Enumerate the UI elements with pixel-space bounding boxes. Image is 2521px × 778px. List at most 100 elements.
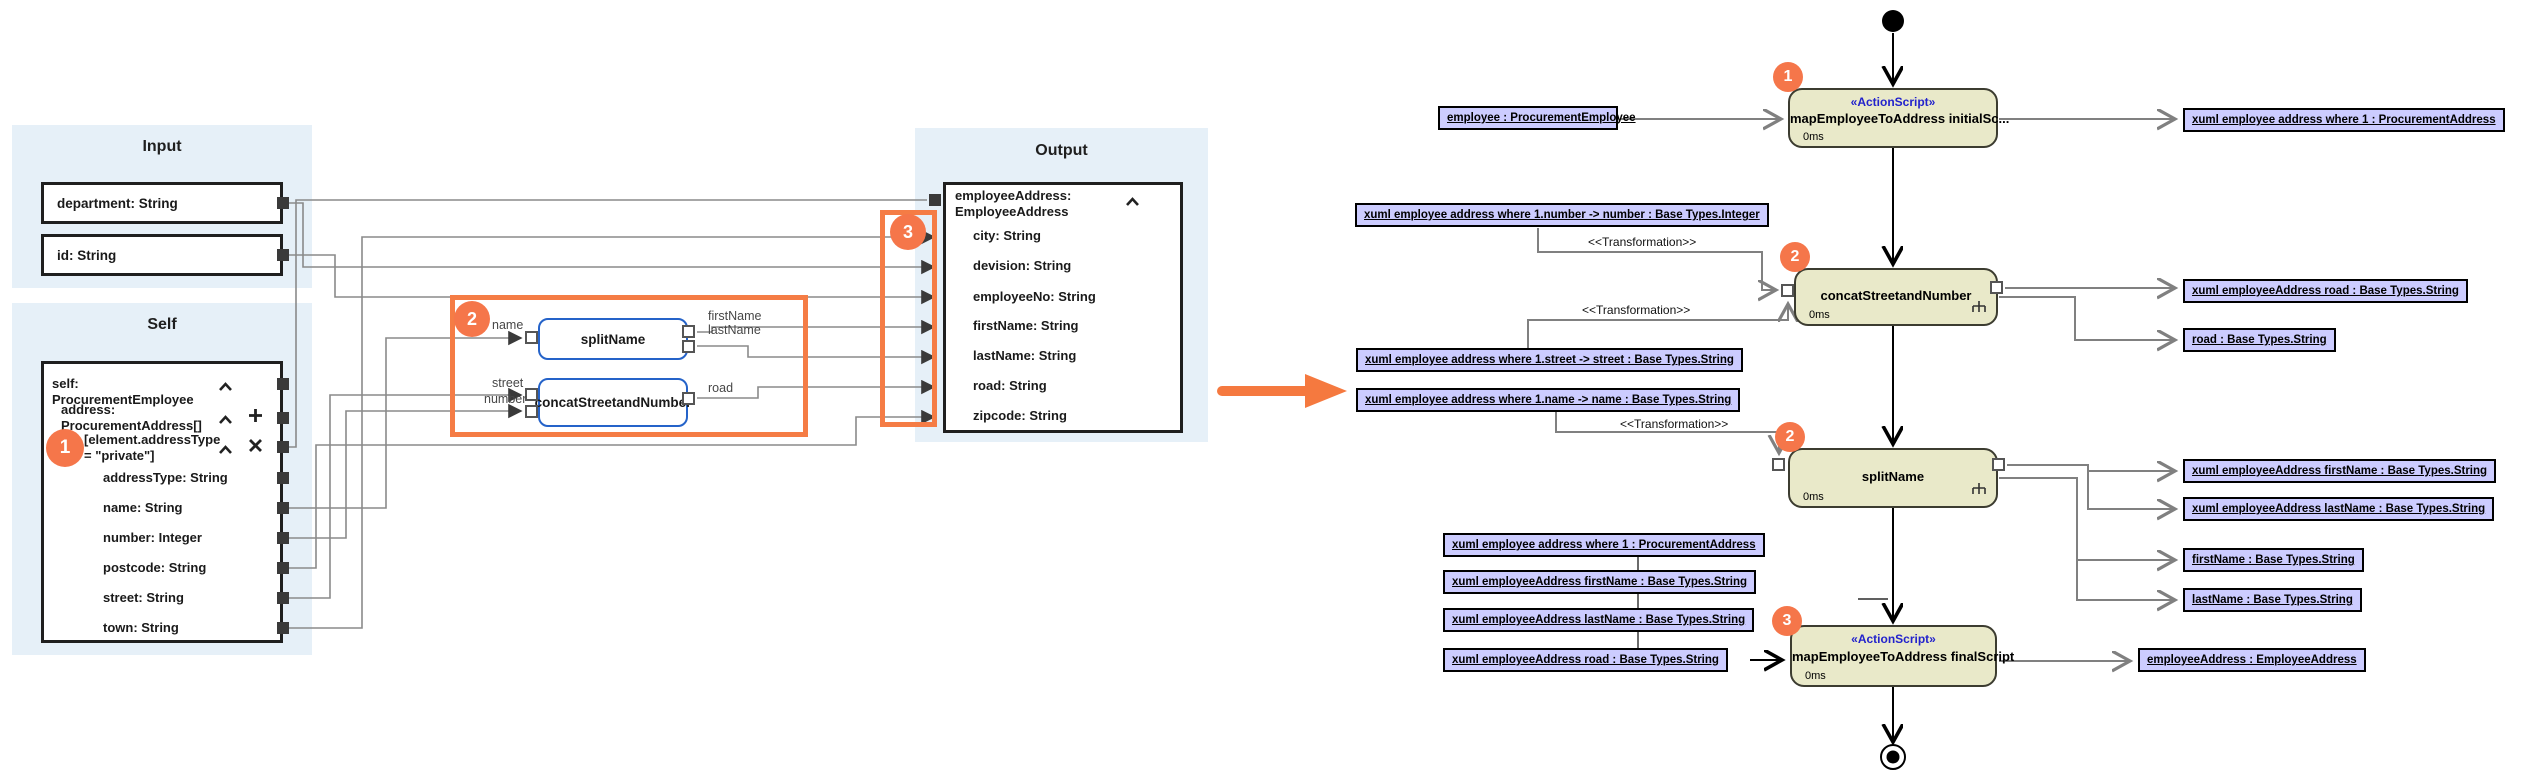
port-label-lastname: lastName bbox=[708, 323, 761, 337]
action-node-splitname[interactable]: splitName 0ms bbox=[1788, 448, 1998, 508]
output-header[interactable]: employeeAddress: EmployeeAddress bbox=[955, 188, 1072, 219]
self-row-name[interactable]: name: String bbox=[103, 500, 183, 515]
output-row-firstname[interactable]: firstName: String bbox=[973, 318, 1079, 333]
port-label-name: name bbox=[492, 318, 524, 332]
output-row-devision[interactable]: devision: String bbox=[973, 258, 1072, 273]
activity-badge-3: 3 bbox=[1772, 606, 1802, 636]
splitname-transform-node[interactable]: splitName bbox=[538, 318, 688, 360]
input-field-id[interactable]: id: String bbox=[41, 234, 283, 276]
port-label-street: street bbox=[492, 376, 524, 390]
connector-addresstype[interactable] bbox=[277, 472, 289, 484]
collapse-element-icon[interactable] bbox=[218, 442, 233, 460]
output-row-employeeno[interactable]: employeeNo: String bbox=[973, 289, 1096, 304]
object-node-in-last[interactable]: xuml employeeAddress lastName : Base Typ… bbox=[1443, 608, 1755, 632]
object-node-road-xuml[interactable]: xuml employeeAddress road : Base Types.S… bbox=[2183, 279, 2468, 303]
object-node-in-first[interactable]: xuml employeeAddress firstName : Base Ty… bbox=[1443, 570, 1757, 594]
activity-badge-2a: 2 bbox=[1780, 242, 1810, 272]
connector-department[interactable] bbox=[277, 197, 289, 209]
connector-street[interactable] bbox=[277, 592, 289, 604]
action-node-finalscript[interactable]: «ActionScript» mapEmployeeToAddress fina… bbox=[1790, 625, 2015, 687]
object-node-street-map[interactable]: xuml employee address where 1.street -> … bbox=[1356, 348, 1743, 372]
stereotype-label: «ActionScript» bbox=[1851, 632, 1936, 646]
output-row-zipcode[interactable]: zipcode: String bbox=[973, 408, 1067, 423]
output-row-road[interactable]: road: String bbox=[973, 378, 1047, 393]
connector-employeeaddress[interactable] bbox=[929, 194, 941, 206]
object-node-name-map[interactable]: xuml employee address where 1.name -> na… bbox=[1356, 388, 1741, 412]
concat-out-port[interactable] bbox=[682, 392, 695, 405]
output-tree-box bbox=[943, 182, 1183, 433]
self-row-number[interactable]: number: Integer bbox=[103, 530, 202, 545]
self-row-town[interactable]: town: String bbox=[103, 620, 179, 635]
object-node-in-where[interactable]: xuml employee address where 1 : Procurem… bbox=[1443, 533, 1765, 557]
object-node-number-map[interactable]: xuml employee address where 1.number -> … bbox=[1355, 203, 1769, 227]
object-node-last-xuml[interactable]: xuml employeeAddress lastName : Base Typ… bbox=[2183, 497, 2495, 521]
connector-postcode[interactable] bbox=[277, 562, 289, 574]
splitname-label: splitName bbox=[580, 331, 646, 347]
splitname-in-port[interactable] bbox=[525, 331, 538, 344]
self-row-self[interactable]: self: ProcurementEmployee bbox=[52, 376, 194, 407]
connector-self[interactable] bbox=[277, 378, 289, 390]
connector-town[interactable] bbox=[277, 622, 289, 634]
action-node-concat[interactable]: concatStreetandNumber 0ms bbox=[1794, 268, 1998, 326]
object-node-employee[interactable]: employee : ProcurementEmployee bbox=[1438, 106, 1636, 130]
object-node-out-final[interactable]: employeeAddress : EmployeeAddress bbox=[2138, 648, 2366, 672]
self-row-postcode[interactable]: postcode: String bbox=[103, 560, 207, 575]
stereotype-label: «ActionScript» bbox=[1850, 95, 1936, 109]
rake-icon bbox=[1971, 482, 1987, 501]
output-mapping-highlight bbox=[880, 210, 937, 427]
output-row-city[interactable]: city: String bbox=[973, 228, 1041, 243]
port-label-road: road bbox=[708, 381, 734, 395]
concat-in-port-number[interactable] bbox=[525, 405, 538, 418]
object-node-in-road[interactable]: xuml employeeAddress road : Base Types.S… bbox=[1443, 648, 1728, 672]
object-node-first-base[interactable]: firstName : Base Types.String bbox=[2183, 548, 2364, 572]
collapse-address-icon[interactable] bbox=[218, 412, 233, 430]
collapse-self-icon[interactable] bbox=[218, 379, 233, 397]
concat-transform-node[interactable]: concatStreetandNumber bbox=[535, 378, 691, 427]
duration-label: 0ms bbox=[1803, 131, 1824, 143]
mapper-wires bbox=[283, 199, 936, 629]
action-title: mapEmployeeToAddress finalScript bbox=[1792, 649, 2015, 664]
connector-element[interactable] bbox=[277, 441, 289, 453]
self-panel-title: Self bbox=[147, 316, 177, 333]
connector-id[interactable] bbox=[277, 249, 289, 261]
connector-name[interactable] bbox=[277, 502, 289, 514]
output-row-lastname[interactable]: lastName: String bbox=[973, 348, 1077, 363]
duration-label: 0ms bbox=[1803, 491, 1824, 503]
concat-activity-in-port[interactable] bbox=[1781, 284, 1794, 297]
self-row-address[interactable]: address: ProcurementAddress[] bbox=[61, 402, 202, 433]
action-node-initialscript[interactable]: «ActionScript» mapEmployeeToAddress init… bbox=[1788, 88, 2009, 148]
self-tree-box bbox=[41, 361, 283, 643]
object-node-addr-where-top[interactable]: xuml employee address where 1 : Procurem… bbox=[2183, 108, 2505, 132]
splitname-activity-out-port[interactable] bbox=[1992, 458, 2005, 471]
concat-in-port-street[interactable] bbox=[525, 388, 538, 401]
step-badge-1: 1 bbox=[46, 429, 84, 467]
transform-group-highlight bbox=[450, 295, 808, 437]
transformation-label-3: <<Transformation>> bbox=[1620, 417, 1729, 431]
add-filter-icon[interactable] bbox=[248, 408, 263, 428]
object-node-last-base[interactable]: lastName : Base Types.String bbox=[2183, 588, 2362, 612]
rake-icon bbox=[1971, 300, 1987, 319]
remove-filter-icon[interactable] bbox=[248, 438, 263, 458]
input-panel-title: Input bbox=[142, 138, 182, 155]
object-node-first-xuml[interactable]: xuml employeeAddress firstName : Base Ty… bbox=[2183, 459, 2497, 483]
activity-badge-2b: 2 bbox=[1775, 422, 1805, 452]
splitname-activity-in-port[interactable] bbox=[1772, 458, 1785, 471]
final-node[interactable] bbox=[1880, 744, 1906, 770]
splitname-out-port-2[interactable] bbox=[682, 340, 695, 353]
connector-address[interactable] bbox=[277, 412, 289, 424]
self-row-addresstype[interactable]: addressType: String bbox=[103, 470, 228, 485]
duration-label: 0ms bbox=[1805, 670, 1826, 682]
object-node-road-base[interactable]: road : Base Types.String bbox=[2183, 328, 2336, 352]
collapse-output-icon[interactable] bbox=[1125, 194, 1140, 212]
input-field-id-label: id: String bbox=[57, 247, 117, 263]
initial-node[interactable] bbox=[1882, 10, 1904, 32]
input-field-department[interactable]: department: String bbox=[41, 182, 283, 224]
self-row-street[interactable]: street: String bbox=[103, 590, 184, 605]
concat-activity-out-port[interactable] bbox=[1990, 281, 2003, 294]
splitname-out-port-1[interactable] bbox=[682, 325, 695, 338]
connector-number[interactable] bbox=[277, 532, 289, 544]
self-row-element-filter[interactable]: [element.addressType = "private"] bbox=[84, 432, 221, 463]
duration-label: 0ms bbox=[1809, 309, 1830, 321]
orange-arrow bbox=[1217, 374, 1347, 408]
